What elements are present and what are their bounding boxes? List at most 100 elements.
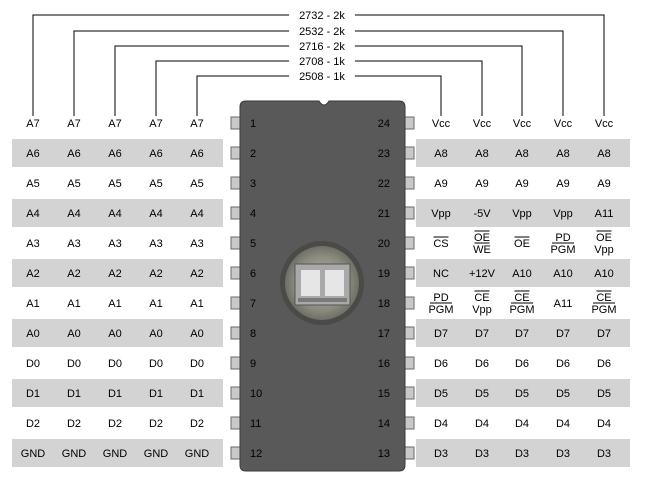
left-pin-label: A6: [67, 148, 80, 160]
pin-number-right: 19: [378, 268, 390, 280]
left-pin-label: GND: [62, 448, 87, 460]
right-pin-label: D6: [515, 358, 529, 370]
left-pin-label: A2: [26, 268, 39, 280]
right-pin-label: D4: [475, 418, 489, 430]
right-pin-label: D4: [515, 418, 529, 430]
left-pin-label: D0: [149, 358, 163, 370]
right-pin-label: A9: [556, 178, 569, 190]
pin-number-right: 23: [378, 148, 390, 160]
left-pin-label: A3: [67, 238, 80, 250]
pin-number-left: 10: [250, 388, 262, 400]
right-pin-label: D3: [434, 448, 448, 460]
right-pin-label: Vcc: [513, 118, 532, 130]
pin-number-left: 8: [250, 328, 256, 340]
left-pin-label: A0: [67, 328, 80, 340]
left-pin-label: GND: [185, 448, 210, 460]
left-pin-label: A3: [190, 238, 203, 250]
right-pin-label: Vcc: [595, 118, 614, 130]
left-pin-label: A4: [108, 208, 121, 220]
right-pin-label: +12V: [469, 268, 496, 280]
variant-title: 2532 - 2k: [299, 26, 345, 38]
left-pin-label: A3: [108, 238, 121, 250]
right-pin-label: D6: [556, 358, 570, 370]
pin-number-right: 16: [378, 358, 390, 370]
pin-number-left: 11: [250, 418, 261, 430]
left-pin-label: A1: [26, 298, 39, 310]
variant-title: 2732 - 2k: [299, 10, 345, 22]
pin-number-left: 7: [250, 298, 256, 310]
right-pin-label: A9: [475, 178, 488, 190]
left-pin-label: A6: [108, 148, 121, 160]
right-pin-label: Vcc: [473, 118, 492, 130]
right-pin-label: D3: [556, 448, 570, 460]
right-pin-label: A8: [556, 148, 569, 160]
right-pin-label: OE: [474, 232, 490, 244]
left-pin-label: GND: [103, 448, 128, 460]
left-pin-label: A7: [26, 118, 39, 130]
pin-number-left: 4: [250, 208, 256, 220]
variant-title: 2716 - 2k: [299, 41, 345, 53]
left-pin-label: A4: [190, 208, 203, 220]
right-pin-label: PD: [555, 232, 570, 244]
pin-number-right: 24: [378, 118, 390, 130]
right-pin-label: D4: [556, 418, 570, 430]
right-pin-label: D3: [597, 448, 611, 460]
right-pin-label: D6: [434, 358, 448, 370]
right-pin-label: D3: [515, 448, 529, 460]
right-pin-label: Vcc: [432, 118, 451, 130]
left-pin-label: D1: [67, 388, 81, 400]
left-pin-label: A0: [26, 328, 39, 340]
left-pin-label: A3: [149, 238, 162, 250]
right-pin-label: A8: [515, 148, 528, 160]
right-pin-label: -5V: [473, 208, 491, 220]
left-pin-label: D0: [108, 358, 122, 370]
right-pin-label: D5: [475, 388, 489, 400]
right-pin-label: A10: [594, 268, 614, 280]
left-pin-label: A4: [149, 208, 162, 220]
left-pin-label: A3: [26, 238, 39, 250]
chip-variant-titles: 2732 - 2k2532 - 2k2716 - 2k2708 - 1k2508…: [299, 10, 345, 83]
left-pin-label: D0: [67, 358, 81, 370]
left-pin-label: D1: [108, 388, 122, 400]
right-pin-label: OE: [514, 238, 530, 250]
right-pin-label: D4: [597, 418, 611, 430]
right-pin-label: CE: [474, 292, 489, 304]
right-pin-label: A9: [515, 178, 528, 190]
right-pin-label: D5: [434, 388, 448, 400]
left-pin-label: A1: [108, 298, 121, 310]
right-pin-label: OE: [596, 232, 612, 244]
left-pin-label: A5: [67, 178, 80, 190]
right-pin-label: D5: [515, 388, 529, 400]
right-pin-label: A10: [553, 268, 573, 280]
right-pin-label: PGM: [509, 304, 534, 316]
left-pin-label: D1: [190, 388, 204, 400]
left-pin-label: A7: [190, 118, 203, 130]
left-pin-label: A5: [190, 178, 203, 190]
left-pin-label: GND: [21, 448, 46, 460]
left-pin-label: A2: [108, 268, 121, 280]
right-pin-label: A10: [512, 268, 532, 280]
right-pin-label: D6: [597, 358, 611, 370]
pin-number-right: 22: [378, 178, 390, 190]
left-pin-label: D0: [26, 358, 40, 370]
left-pin-label: A1: [67, 298, 80, 310]
right-pin-label: A9: [597, 178, 610, 190]
right-pin-label: CE: [596, 292, 611, 304]
right-pin-label: Vpp: [594, 244, 614, 256]
right-pin-label: PGM: [550, 244, 575, 256]
left-pin-label: A2: [149, 268, 162, 280]
pin-number-right: 18: [378, 298, 390, 310]
left-pin-labels: A7A6A5A4A3A2A1A0D0D1D2GNDA7A6A5A4A3A2A1A…: [21, 118, 210, 460]
right-pin-label: D4: [434, 418, 448, 430]
left-pin-label: A5: [108, 178, 121, 190]
variant-title: 2708 - 1k: [299, 56, 345, 68]
right-pin-label: D7: [597, 328, 611, 340]
right-pin-label: D7: [515, 328, 529, 340]
pin-number-right: 21: [378, 208, 390, 220]
right-pin-label: A8: [475, 148, 488, 160]
right-pin-label: D7: [434, 328, 448, 340]
left-pin-label: A0: [108, 328, 121, 340]
right-pin-label: Vpp: [431, 208, 451, 220]
left-pin-label: D2: [26, 418, 40, 430]
right-pin-label: D7: [475, 328, 489, 340]
